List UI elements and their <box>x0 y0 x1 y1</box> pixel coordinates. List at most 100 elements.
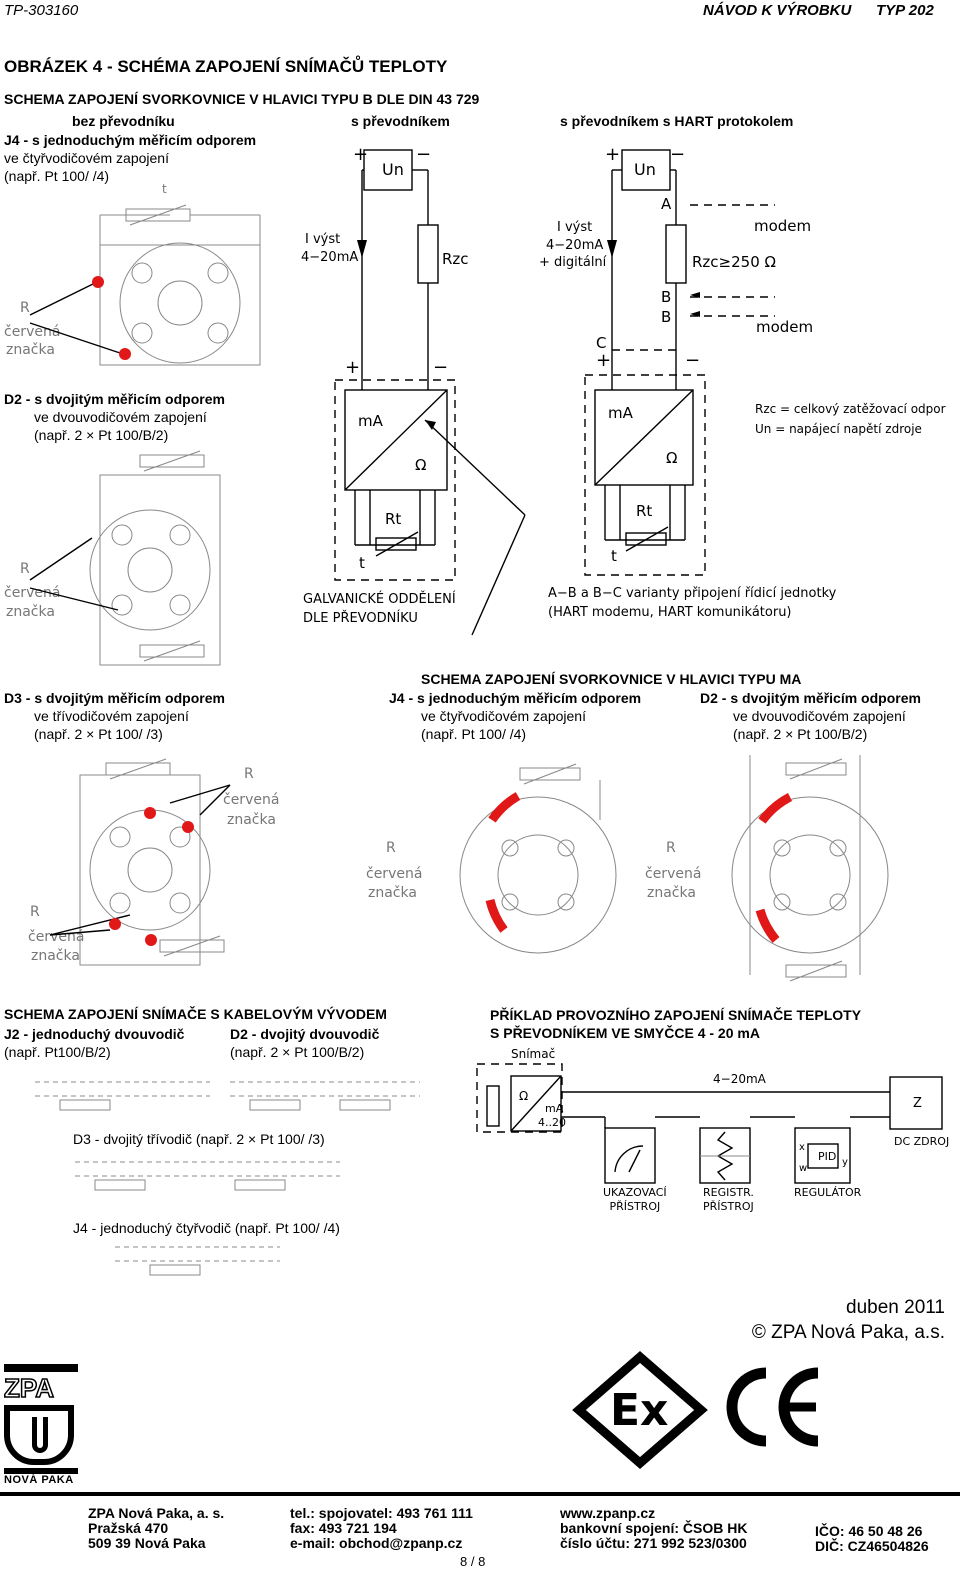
rt-label: Rt <box>385 510 402 528</box>
cable-j4-description: J4 - jednoduchý čtyřvodič (např. Pt 100/… <box>73 1220 340 1236</box>
b-label-1: B <box>661 288 672 306</box>
ex-mark-icon: Ex <box>572 1351 708 1469</box>
ab-bc-label-1: A−B a B−C varianty připojení řídicí jedn… <box>548 586 837 601</box>
label-r-d3-bottom: R <box>30 904 40 920</box>
hart-diagram <box>584 149 775 576</box>
a-label: A <box>661 195 672 213</box>
pid-x: x <box>799 1142 805 1153</box>
ma-label-hart: mA <box>608 404 633 422</box>
footer-divider <box>0 1492 960 1496</box>
loop-diagram <box>476 1063 943 1184</box>
legend-rzc: Rzc = celkový zatěžovací odpor <box>755 402 946 416</box>
snimac-label: Snímač <box>511 1047 556 1061</box>
doc-type: TYP 202 <box>876 2 934 19</box>
figure-title: OBRÁZEK 4 - SCHÉMA ZAPOJENÍ SNÍMAČŮ TEPL… <box>4 57 448 76</box>
terminal-block-j4-b <box>29 204 261 366</box>
un-label: Un <box>382 160 404 179</box>
pid-y: y <box>842 1157 848 1168</box>
label-znacka-ma-j4: značka <box>368 885 417 901</box>
minus-conv-hart: − <box>685 350 701 371</box>
rzc-min-label: Rzc≥250 Ω <box>692 253 776 271</box>
minus-conv: − <box>433 357 449 378</box>
label-cervena-d2: červená <box>4 585 61 601</box>
plus-conv-hart: + <box>596 350 612 371</box>
j4-description: J4 - s jednoduchým měřicím odporem ve čt… <box>4 132 257 184</box>
modem-label-2: modem <box>756 318 814 336</box>
legend-un: Un = napájecí napětí zdroje <box>755 422 922 436</box>
label-znacka-d3-bottom: značka <box>31 948 80 964</box>
pid-label: PID <box>818 1150 837 1163</box>
plus-top-hart: + <box>605 144 621 165</box>
issue-date: duben 2011 <box>846 1297 945 1318</box>
label-t: t <box>162 182 167 196</box>
label-znacka: značka <box>6 342 55 358</box>
loop-omega: Ω <box>519 1089 529 1103</box>
cable-d2-description: D2 - dvojitý dvouvodič (např. 2 × Pt 100… <box>230 1026 380 1060</box>
omega-label: Ω <box>415 456 427 474</box>
b-label-2: B <box>661 308 672 326</box>
rzc-label: Rzc <box>442 250 469 268</box>
source-z: Z <box>913 1096 922 1111</box>
label-r: R <box>20 300 30 316</box>
d2-description: D2 - s dvojitým měřicím odporem ve dvouv… <box>4 391 225 443</box>
t-label-conv: t <box>359 554 365 572</box>
ce-mark-icon <box>726 1367 819 1447</box>
label-cervena-ma-d2: červená <box>645 866 702 882</box>
doc-code: TP-303160 <box>4 2 79 19</box>
zpa-logo: ZPA NOVÁ PAKA <box>3 1364 78 1494</box>
recorder-label: REGISTR.PŘÍSTROJ <box>703 1186 754 1213</box>
galv-label-2: DLE PŘEVODNÍKU <box>303 611 418 626</box>
ma-d2-description: D2 - s dvojitým měřicím odporem ve dvouv… <box>700 690 921 742</box>
terminal-block-ma-j4 <box>459 763 617 954</box>
col-hart: s převodníkem s HART protokolem <box>560 113 794 129</box>
section-ma-title: SCHEMA ZAPOJENÍ SVORKOVNICE V HLAVICI TY… <box>421 671 802 687</box>
label-cervena: červená <box>4 324 61 340</box>
terminal-block-d2-b <box>29 450 221 666</box>
i-out-label-hart: I výst <box>557 220 593 235</box>
label-r-d2: R <box>20 561 30 577</box>
rt-label-hart: Rt <box>636 502 653 520</box>
page-number: 8 / 8 <box>460 1554 486 1569</box>
ma-label: mA <box>358 412 383 430</box>
cable-d3-description: D3 - dvojitý třívodič (např. 2 × Pt 100/… <box>73 1131 325 1147</box>
modem-label-1: modem <box>754 217 812 235</box>
un-label-hart: Un <box>634 160 656 179</box>
red-mark-d3-4 <box>145 934 157 946</box>
section-b-title: SCHEMA ZAPOJENÍ SVORKOVNICE V HLAVICI TY… <box>4 91 480 107</box>
copyright: © ZPA Nová Paka, a.s. <box>751 1322 945 1343</box>
red-mark-d3-3 <box>109 918 121 930</box>
red-mark-d3-1 <box>144 807 156 819</box>
loop-420: 4..20 <box>538 1116 566 1129</box>
dc-source-label: DC ZDROJ <box>894 1135 950 1148</box>
terminal-block-d3-b <box>49 758 231 966</box>
pid-w: w <box>799 1163 808 1174</box>
label-znacka-d3-top: značka <box>227 812 276 828</box>
terminal-block-ma-d2 <box>731 755 889 982</box>
label-cervena-ma-j4: červená <box>366 866 423 882</box>
example-title: PŘÍKLAD PROVOZNÍHO ZAPOJENÍ SNÍMAČE TEPL… <box>490 1007 862 1041</box>
label-znacka-d2: značka <box>6 604 55 620</box>
section-cable-title: SCHEMA ZAPOJENÍ SNÍMAČE S KABELOVÝM VÝVO… <box>4 1006 387 1022</box>
doc-title: NÁVOD K VÝROBKU <box>703 2 852 19</box>
c-label: C <box>596 334 607 352</box>
minus-top: − <box>416 144 432 165</box>
digital-label: + digitální <box>539 255 607 270</box>
label-cervena-d3-top: červená <box>223 792 280 808</box>
label-r-d3-top: R <box>244 766 254 782</box>
t-label-hart: t <box>611 547 617 565</box>
col-converter: s převodníkem <box>351 113 450 129</box>
ma-j4-description: J4 - s jednoduchým měřicím odporem ve čt… <box>389 690 642 742</box>
plus-conv: + <box>345 357 361 378</box>
label-r-ma-j4: R <box>386 840 396 856</box>
red-mark-bottom <box>119 348 131 360</box>
regulator-label: REGULÁTOR <box>794 1186 862 1199</box>
red-mark-d3-2 <box>182 821 194 833</box>
cable-lead-diagrams <box>35 1081 420 1276</box>
d3-description: D3 - s dvojitým měřicím odporem ve třívo… <box>4 690 225 742</box>
i-out-label: I výst <box>305 232 341 247</box>
